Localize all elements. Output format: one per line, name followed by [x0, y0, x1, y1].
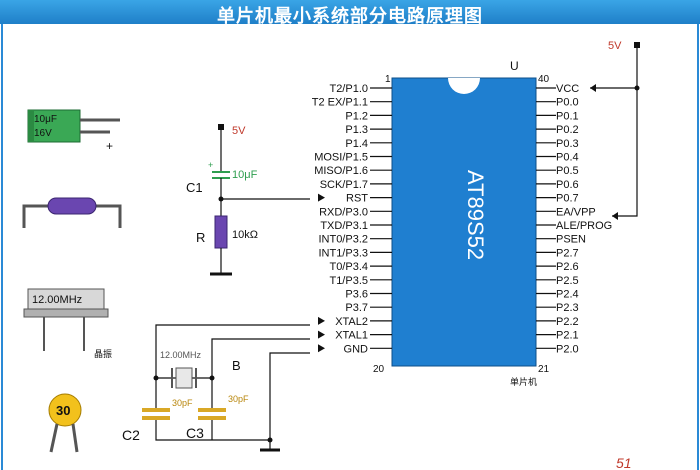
right-pin-label: ALE/PROG — [556, 220, 612, 232]
c2-plate-bottom — [142, 416, 170, 420]
right-pin-label: P2.5 — [556, 275, 579, 287]
left-pin-label: P1.2 — [345, 110, 368, 122]
c2-value-label: 30pF — [172, 398, 193, 408]
right-pin-label: P2.1 — [556, 330, 579, 342]
left-pin-label: P1.4 — [345, 138, 368, 150]
chip-name: AT89S52 — [463, 170, 488, 260]
left-pin-label: T0/P3.4 — [329, 261, 368, 273]
crystal-value-label: 12.00MHz — [160, 350, 202, 360]
chip-caption: 单片机 — [510, 376, 537, 387]
left-pin-label: XTAL2 — [335, 316, 368, 328]
right-pin-label: P0.3 — [556, 138, 579, 150]
vcc-5v-label: 5V — [608, 40, 622, 52]
page-title: 单片机最小系统部分电路原理图 — [217, 6, 483, 27]
crystal-illustration: 12.00MHz 晶振 — [23, 288, 112, 359]
vcc-wire — [612, 48, 638, 217]
r-ref-label: R — [196, 230, 205, 245]
ceramic-legend-label: 30 — [56, 403, 70, 418]
c3-plate-bottom — [198, 416, 226, 420]
reset-5v-label: 5V — [232, 125, 246, 137]
crystal-ref-label: B — [232, 358, 241, 373]
reset-5v-terminal — [218, 124, 224, 130]
input-arrow — [318, 344, 325, 353]
pin-number-40: 40 — [538, 74, 550, 85]
right-pin-label: P2.6 — [556, 261, 579, 273]
left-pin-label: SCK/P1.7 — [320, 179, 368, 191]
crystal-legend-caption: 晶振 — [94, 348, 112, 359]
crystal-legend-label: 12.00MHz — [32, 294, 82, 306]
left-pin-label: MISO/P1.6 — [314, 165, 368, 177]
left-pin-label: T2 EX/P1.1 — [312, 97, 368, 109]
crystal-body — [175, 367, 193, 389]
left-pin-label: INT0/P3.2 — [318, 234, 368, 246]
r-value-label: 10kΩ — [232, 229, 258, 241]
vcc-terminal — [634, 42, 640, 48]
chip-ref: U — [510, 59, 519, 73]
c3-value-label: 30pF — [228, 394, 249, 404]
right-pin-label: VCC — [556, 83, 579, 95]
left-pins: T2/P1.0 T2 EX/P1.1P1.2P1.3P1.4MOSI/P1.5MI… — [312, 83, 392, 355]
gnd-wire — [269, 352, 310, 450]
right-pin-label: P2.7 — [556, 247, 579, 259]
right-pin-label: P2.4 — [556, 289, 579, 301]
left-pin-label: XTAL1 — [335, 330, 368, 342]
right-pin-label: P0.6 — [556, 179, 579, 191]
ea-arrow — [612, 212, 618, 220]
ceramic-capacitor-illustration: 30 — [48, 393, 82, 453]
right-pins: VCC P0.0P0.1P0.2P0.3P0.4P0.5P0.6P0.7EA/VP… — [536, 83, 612, 355]
left-pin-label: MOSI/P1.5 — [314, 152, 368, 164]
left-pin-label: RST — [346, 193, 368, 205]
input-arrow — [318, 316, 325, 325]
xtal1-wire — [211, 338, 310, 408]
right-pin-label: P0.2 — [556, 124, 579, 136]
electrolytic-label-2: 16V — [34, 128, 52, 139]
right-pin-label: P0.4 — [556, 152, 579, 164]
right-pin-label: P0.5 — [556, 165, 579, 177]
right-pin-label: P2.3 — [556, 302, 579, 314]
pin-number-21: 21 — [538, 364, 550, 375]
left-pin-label: RXD/P3.0 — [319, 206, 368, 218]
c2-plate-top — [142, 408, 170, 412]
electrolytic-label-1: 10μF — [34, 114, 57, 125]
left-pin-label: T2/P1.0 — [329, 83, 368, 95]
left-pin-label: P3.7 — [345, 302, 368, 314]
input-arrow — [318, 330, 325, 339]
vcc-junction — [634, 85, 640, 91]
left-pin-label: TXD/P3.1 — [320, 220, 368, 232]
c3-plate-top — [198, 408, 226, 412]
right-pin-label: P0.0 — [556, 97, 579, 109]
watermark: 51 — [616, 455, 632, 470]
left-pin-label: INT1/P3.3 — [318, 247, 368, 259]
chip-notch — [448, 78, 480, 94]
left-pin-label: GND — [344, 343, 369, 355]
c3-ref-label: C3 — [186, 425, 204, 441]
electrolytic-plus-sign: + — [106, 139, 113, 153]
right-pin-label: EA/VPP — [556, 206, 596, 218]
c2-ref-label: C2 — [122, 427, 140, 443]
pin-number-20: 20 — [373, 364, 385, 375]
right-pin-label: P2.2 — [556, 316, 579, 328]
right-pin-label: P2.0 — [556, 343, 579, 355]
left-pin-label: P3.6 — [345, 289, 368, 301]
resistor-illustration — [22, 197, 122, 228]
chip-body — [391, 77, 537, 367]
c1-value-label: 10μF — [232, 169, 258, 181]
input-arrow — [318, 193, 325, 202]
left-pin-label: T1/P3.5 — [329, 275, 368, 287]
c1-ref-label: C1 — [186, 180, 203, 195]
electrolytic-capacitor-illustration: 10μF 16V + — [27, 109, 120, 153]
title-bar: 单片机最小系统部分电路原理图 — [0, 0, 700, 27]
pin-number-1: 1 — [385, 74, 391, 85]
vcc-arrow — [590, 84, 596, 92]
right-pin-label: PSEN — [556, 234, 586, 246]
reset-resistor — [214, 215, 228, 249]
c1-plus-label: + — [208, 160, 213, 170]
right-pin-label: P0.1 — [556, 110, 579, 122]
right-pin-label: P0.7 — [556, 193, 579, 205]
left-pin-label: P1.3 — [345, 124, 368, 136]
